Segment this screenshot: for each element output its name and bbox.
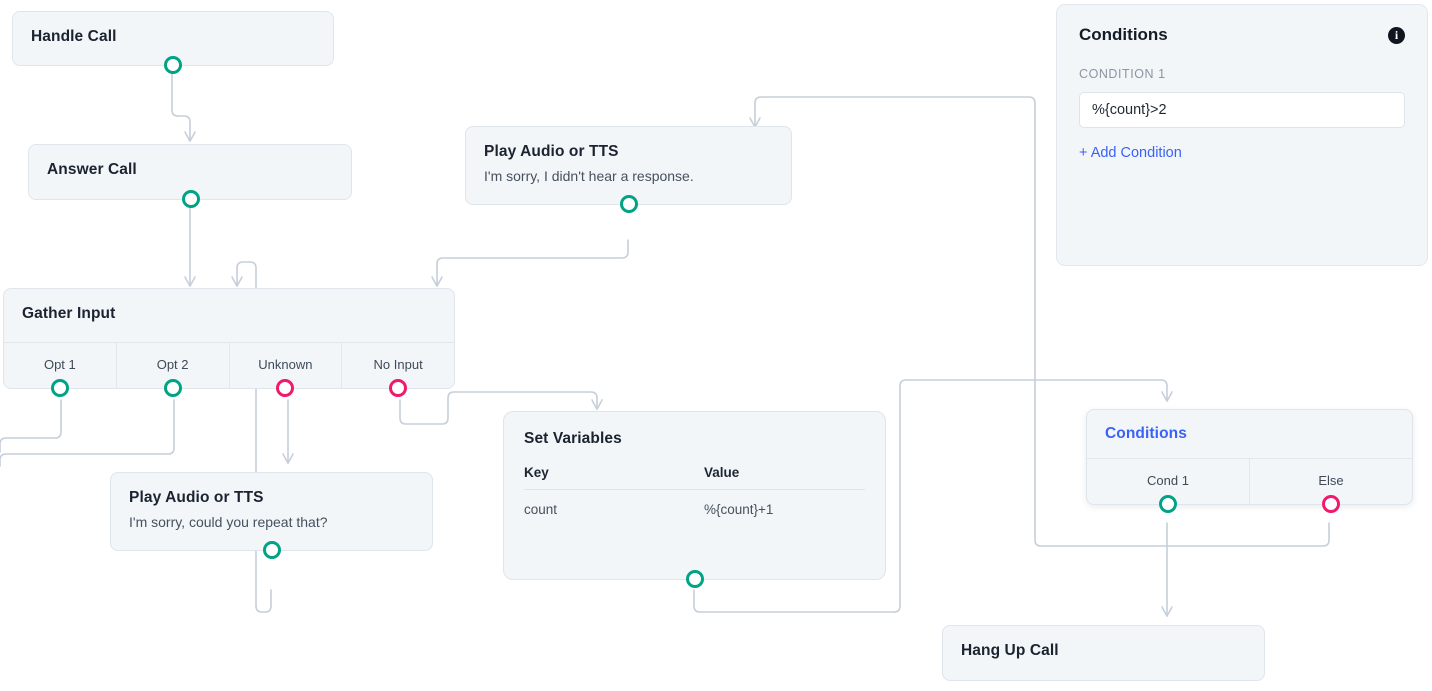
node-conditions[interactable]: Conditions Cond 1 Else [1086, 409, 1413, 514]
set-variables-col-value: Value [704, 465, 740, 481]
set-variables-cell-value: %{count}+1 [704, 502, 774, 518]
port-cell-opt-1[interactable]: Opt 1 [4, 343, 116, 398]
port-set-variables-out[interactable] [686, 570, 704, 588]
edge-opt2-out [0, 399, 175, 467]
node-play-audio-repeat[interactable]: Play Audio or TTS I'm sorry, could you r… [110, 472, 433, 559]
edge-opt1-out [0, 399, 62, 453]
port-play-audio-no-response-out[interactable] [620, 194, 638, 213]
node-handle-call[interactable]: Handle Call [12, 11, 334, 74]
port-handle-call-out[interactable] [164, 56, 182, 74]
panel-header: Conditions i [1057, 5, 1427, 49]
node-play-audio-repeat-text: I'm sorry, could you repeat that? [129, 514, 328, 531]
port-cell-cond-1[interactable]: Cond 1 [1087, 459, 1249, 514]
port-dot-opt-1[interactable] [50, 379, 69, 398]
edge-noresponse-to-gather [437, 239, 629, 285]
condition-1-label: CONDITION 1 [1079, 67, 1166, 81]
port-dot-cond-1[interactable] [1159, 495, 1177, 514]
node-hang-up-call-title: Hang Up Call [961, 642, 1059, 659]
node-answer-call[interactable]: Answer Call [28, 144, 352, 208]
port-dot-unknown[interactable] [276, 379, 295, 398]
port-cell-else[interactable]: Else [1249, 459, 1412, 514]
node-set-variables-title: Set Variables [524, 430, 622, 447]
set-variables-header-row: Key Value [504, 457, 885, 480]
port-label-unknown: Unknown [258, 357, 313, 373]
node-conditions-title: Conditions [1105, 425, 1187, 442]
condition-1-input[interactable] [1079, 92, 1405, 128]
port-cell-opt-2[interactable]: Opt 2 [115, 343, 229, 398]
set-variables-row: count %{count}+1 [504, 490, 885, 517]
node-play-audio-repeat-title: Play Audio or TTS [129, 489, 264, 506]
port-label-opt-1: Opt 1 [43, 357, 76, 373]
node-hang-up-call[interactable]: Hang Up Call [942, 625, 1265, 681]
port-label-opt-2: Opt 2 [156, 357, 189, 373]
node-answer-call-title: Answer Call [47, 161, 137, 178]
node-play-audio-no-response-title: Play Audio or TTS [484, 143, 619, 160]
port-dot-no-input[interactable] [389, 379, 408, 398]
info-icon[interactable]: i [1388, 26, 1405, 44]
port-dot-opt-2[interactable] [163, 379, 182, 398]
port-play-audio-repeat-out[interactable] [263, 540, 281, 559]
port-label-no-input: No Input [373, 357, 423, 373]
node-gather-input[interactable]: Gather Input Opt 1 Opt 2 Unknown No Inpu… [3, 288, 455, 398]
node-play-audio-no-response[interactable]: Play Audio or TTS I'm sorry, I didn't he… [465, 126, 792, 213]
node-conditions-ports: Cond 1 Else [1087, 458, 1412, 514]
edge-handle-to-answer [171, 72, 190, 140]
port-cell-unknown[interactable]: Unknown [228, 343, 342, 398]
node-gather-input-title: Gather Input [22, 305, 116, 322]
info-icon-glyph: i [1394, 28, 1399, 42]
set-variables-col-key: Key [524, 465, 549, 481]
node-set-variables[interactable]: Set Variables Key Value count %{count}+1 [503, 411, 886, 588]
port-dot-else[interactable] [1322, 495, 1340, 514]
set-variables-cell-key: count [524, 502, 558, 518]
port-answer-call-out[interactable] [182, 190, 200, 208]
node-gather-input-ports: Opt 1 Opt 2 Unknown No Input [4, 342, 454, 398]
port-cell-no-input[interactable]: No Input [341, 343, 454, 398]
panel-title: Conditions [1079, 25, 1168, 44]
node-play-audio-no-response-text: I'm sorry, I didn't hear a response. [484, 168, 694, 185]
node-handle-call-title: Handle Call [31, 28, 117, 45]
add-condition-link[interactable]: + Add Condition [1079, 145, 1182, 161]
port-label-cond-1: Cond 1 [1147, 473, 1189, 489]
port-label-else: Else [1318, 473, 1344, 489]
conditions-inspector-panel: Conditions i CONDITION 1 + Add Condition [1056, 4, 1428, 266]
